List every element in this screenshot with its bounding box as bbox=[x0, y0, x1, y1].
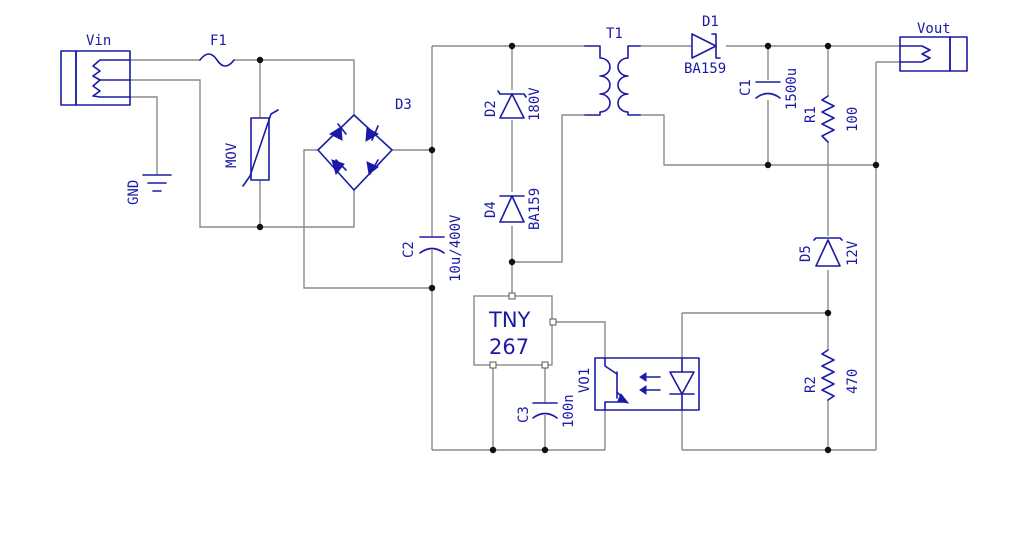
d1-label: D1 bbox=[702, 14, 719, 30]
d2-value: 180V bbox=[527, 87, 543, 121]
r2-label: R2 bbox=[803, 376, 819, 393]
f1-label: F1 bbox=[210, 33, 227, 49]
r2-value: 470 bbox=[845, 369, 861, 394]
d3-label: D3 bbox=[395, 97, 412, 113]
r1-value: 100 bbox=[845, 107, 861, 132]
ic-tny267[interactable] bbox=[473, 292, 557, 369]
vout-connector[interactable] bbox=[899, 36, 968, 72]
diode-d1[interactable] bbox=[691, 33, 721, 59]
d5-label: D5 bbox=[798, 245, 814, 262]
bridge-rectifier-d3[interactable] bbox=[317, 114, 393, 191]
gnd-label: GND bbox=[126, 180, 142, 205]
junction-dots bbox=[256, 42, 880, 454]
vin-label: Vin bbox=[86, 33, 111, 49]
c3-label: C3 bbox=[516, 406, 532, 423]
capacitor-c2[interactable] bbox=[419, 236, 445, 254]
resistor-r2[interactable] bbox=[821, 349, 835, 401]
vin-connector[interactable] bbox=[60, 50, 131, 106]
mov-varistor[interactable] bbox=[242, 109, 279, 187]
vout-label: Vout bbox=[917, 21, 951, 37]
d4-value: BA159 bbox=[527, 188, 543, 230]
capacitor-c1[interactable] bbox=[755, 81, 781, 99]
fuse-f1[interactable] bbox=[199, 53, 235, 67]
diode-d4[interactable] bbox=[499, 195, 525, 223]
resistor-r1[interactable] bbox=[821, 95, 835, 143]
c2-value: 10u/400V bbox=[448, 214, 464, 282]
t1-label: T1 bbox=[606, 26, 623, 42]
d5-value: 12V bbox=[845, 240, 861, 266]
vo1-label: VO1 bbox=[577, 368, 593, 393]
ic-line1: TNY bbox=[488, 308, 531, 332]
transformer-t1[interactable] bbox=[584, 45, 641, 116]
c2-label: C2 bbox=[401, 241, 417, 258]
optocoupler-vo1[interactable] bbox=[594, 357, 700, 411]
c1-value: 1500u bbox=[784, 68, 800, 110]
c3-value: 100n bbox=[561, 394, 577, 428]
zener-d2[interactable] bbox=[497, 90, 527, 119]
capacitor-c3[interactable] bbox=[532, 402, 558, 419]
gnd-symbol bbox=[142, 174, 172, 192]
mov-label: MOV bbox=[224, 142, 240, 168]
d4-label: D4 bbox=[483, 201, 499, 218]
ic-line2: 267 bbox=[489, 335, 529, 359]
zener-d5[interactable] bbox=[813, 237, 843, 267]
d1-value: BA159 bbox=[684, 61, 726, 77]
d2-label: D2 bbox=[483, 100, 499, 117]
r1-label: R1 bbox=[803, 106, 819, 123]
c1-label: C1 bbox=[738, 79, 754, 96]
